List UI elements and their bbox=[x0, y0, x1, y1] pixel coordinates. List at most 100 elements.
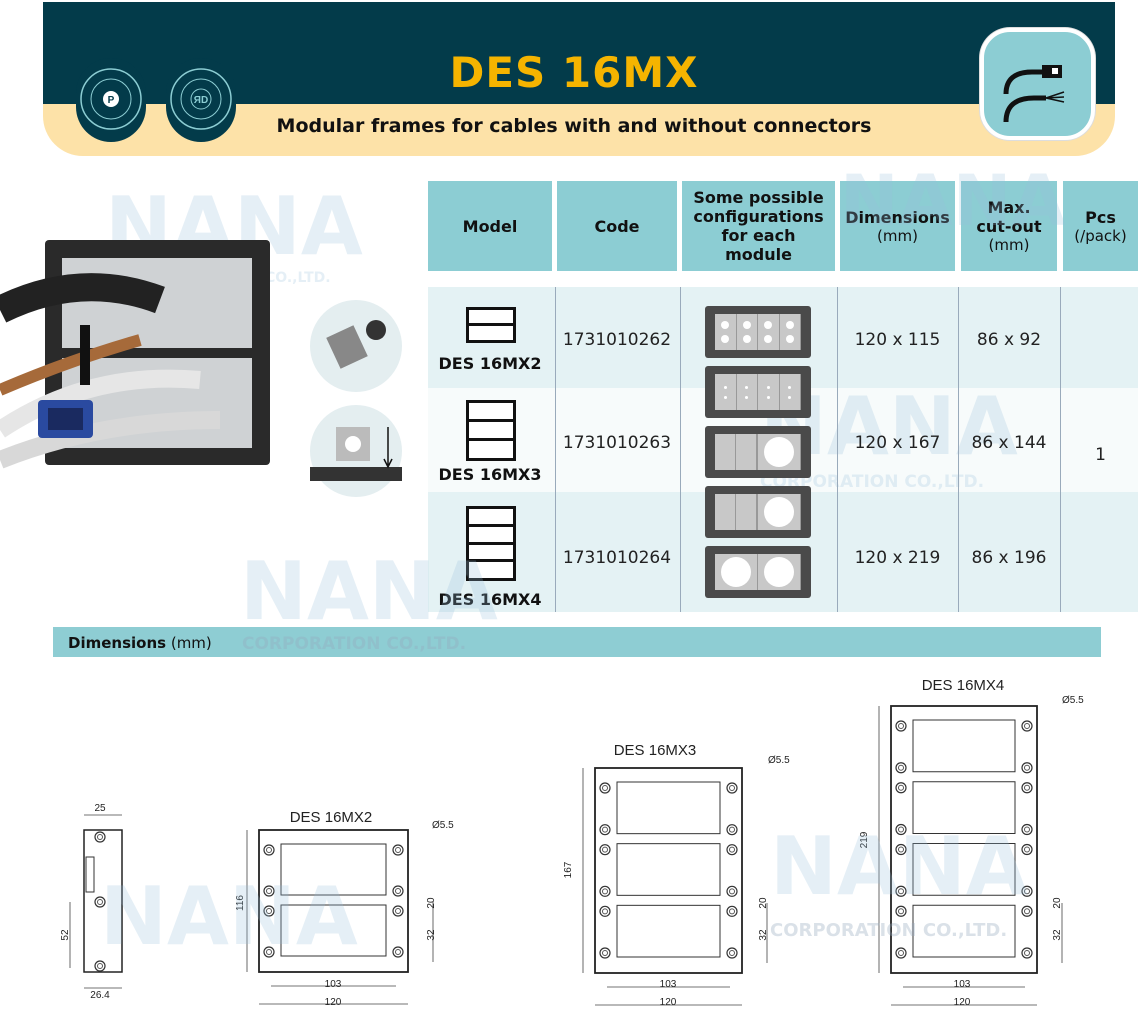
width-label: 120 bbox=[954, 997, 971, 1008]
screw-hole-inner bbox=[1024, 784, 1030, 791]
screw-hole-icon bbox=[263, 905, 275, 917]
side-height-label: 52 bbox=[60, 929, 71, 941]
screw-hole-icon bbox=[94, 831, 106, 843]
screw-hole-inner bbox=[898, 784, 904, 791]
screw-hole-icon bbox=[895, 947, 907, 959]
column-header-model: Model bbox=[428, 181, 552, 271]
configuration-example bbox=[705, 486, 811, 538]
cutout-cell: 86 x 196 bbox=[971, 548, 1047, 568]
screw-hole-inner bbox=[395, 847, 401, 853]
screw-hole-icon bbox=[1021, 782, 1033, 794]
screw-hole-icon bbox=[1021, 823, 1033, 836]
configuration-example bbox=[705, 306, 811, 358]
pcs-cell: 1 bbox=[1095, 445, 1106, 465]
configuration-example bbox=[705, 546, 811, 598]
screw-hole-icon bbox=[263, 844, 275, 856]
module-cutout bbox=[616, 781, 721, 835]
screw-hole-icon bbox=[895, 782, 907, 794]
module-cutout bbox=[616, 843, 721, 896]
module-cutout bbox=[280, 904, 387, 957]
screw-hole-inner bbox=[898, 950, 904, 956]
screw-hole-icon bbox=[726, 905, 738, 917]
pitch-label: 32 bbox=[426, 929, 437, 941]
screw-hole-inner bbox=[395, 888, 401, 894]
screw-hole-inner bbox=[1024, 826, 1030, 833]
dimensions-section-header: Dimensions (mm) bbox=[53, 627, 1101, 657]
screw-hole-inner bbox=[602, 826, 608, 833]
screw-hole-icon bbox=[895, 762, 907, 774]
screw-hole-inner bbox=[97, 963, 103, 969]
screw-hole-icon bbox=[1021, 762, 1033, 774]
code-cell: 1731010262 bbox=[562, 330, 672, 350]
gap-label: 20 bbox=[426, 897, 437, 909]
height-label: 219 bbox=[859, 831, 870, 848]
screw-hole-inner bbox=[1024, 723, 1030, 729]
side-depth-label: 26.4 bbox=[90, 990, 110, 1001]
screw-hole-icon bbox=[895, 823, 907, 836]
module-mounting-photo bbox=[310, 405, 402, 497]
model-name: DES 16MX3 bbox=[438, 465, 542, 484]
screw-hole-icon bbox=[392, 946, 404, 958]
screw-hole-inner bbox=[898, 888, 904, 895]
model-name: DES 16MX4 bbox=[438, 590, 542, 609]
screw-hole-icon bbox=[599, 824, 611, 836]
cutout-cell: 86 x 144 bbox=[971, 433, 1047, 453]
pitch-label: 32 bbox=[1052, 929, 1063, 941]
screw-hole-icon bbox=[94, 960, 106, 972]
module-insert-photo bbox=[310, 300, 402, 392]
screw-hole-inner bbox=[266, 908, 272, 914]
screw-hole-icon bbox=[599, 844, 611, 856]
screw-hole-icon bbox=[392, 885, 404, 897]
screw-hole-icon bbox=[726, 824, 738, 836]
screw-hole-inner bbox=[729, 950, 735, 956]
screw-hole-inner bbox=[1024, 950, 1030, 956]
frame-4-module-icon bbox=[466, 506, 516, 581]
screw-hole-inner bbox=[97, 834, 103, 840]
gap-label: 20 bbox=[758, 897, 769, 909]
inner-width-label: 103 bbox=[660, 979, 677, 990]
height-label: 116 bbox=[235, 895, 246, 911]
side-view-slot bbox=[85, 856, 95, 893]
screw-hole-inner bbox=[395, 908, 401, 914]
screw-hole-icon bbox=[599, 782, 611, 794]
side-width-label: 25 bbox=[94, 803, 106, 814]
screw-hole-icon bbox=[895, 885, 907, 897]
screw-hole-inner bbox=[266, 888, 272, 894]
pitch-label: 32 bbox=[758, 929, 769, 941]
screw-hole-icon bbox=[599, 905, 611, 917]
module-cutout bbox=[280, 843, 387, 896]
screw-hole-icon bbox=[1021, 947, 1033, 959]
screw-hole-icon bbox=[94, 896, 106, 908]
dimensions-cell: 120 x 115 bbox=[854, 330, 941, 350]
registered-design-seal-icon: ЯD bbox=[166, 58, 236, 142]
screw-hole-inner bbox=[1024, 888, 1030, 895]
inner-width-label: 103 bbox=[325, 979, 342, 990]
screw-hole-inner bbox=[729, 908, 735, 915]
column-header-pcs: Pcs(/pack) bbox=[1063, 181, 1138, 271]
dimensions-cell: 120 x 219 bbox=[854, 548, 941, 568]
screw-hole-icon bbox=[895, 905, 907, 917]
page-title: DES 16MX bbox=[449, 48, 699, 97]
screw-hole-inner bbox=[729, 888, 735, 895]
model-name: DES 16MX2 bbox=[438, 354, 542, 373]
product-photo bbox=[0, 240, 270, 469]
code-cell: 1731010263 bbox=[562, 433, 672, 453]
screw-hole-inner bbox=[729, 785, 735, 791]
screw-hole-inner bbox=[395, 949, 401, 955]
screw-hole-inner bbox=[729, 826, 735, 833]
screw-hole-icon bbox=[263, 885, 275, 897]
screw-hole-icon bbox=[392, 905, 404, 917]
screw-hole-inner bbox=[729, 846, 735, 853]
configuration-example bbox=[705, 366, 811, 418]
screw-hole-icon bbox=[1021, 905, 1033, 917]
module-cutout bbox=[912, 719, 1016, 773]
svg-text:P: P bbox=[108, 95, 115, 106]
hole-label: Ø5.5 bbox=[432, 820, 454, 831]
height-label: 167 bbox=[563, 861, 574, 878]
cable-connector-icon bbox=[980, 28, 1095, 140]
dimensions-cell: 120 x 167 bbox=[854, 433, 941, 453]
drawing-title-mx2: DES 16MX2 bbox=[290, 809, 373, 826]
column-header-code: Code bbox=[557, 181, 677, 271]
screw-hole-inner bbox=[898, 908, 904, 915]
width-label: 120 bbox=[325, 997, 342, 1008]
